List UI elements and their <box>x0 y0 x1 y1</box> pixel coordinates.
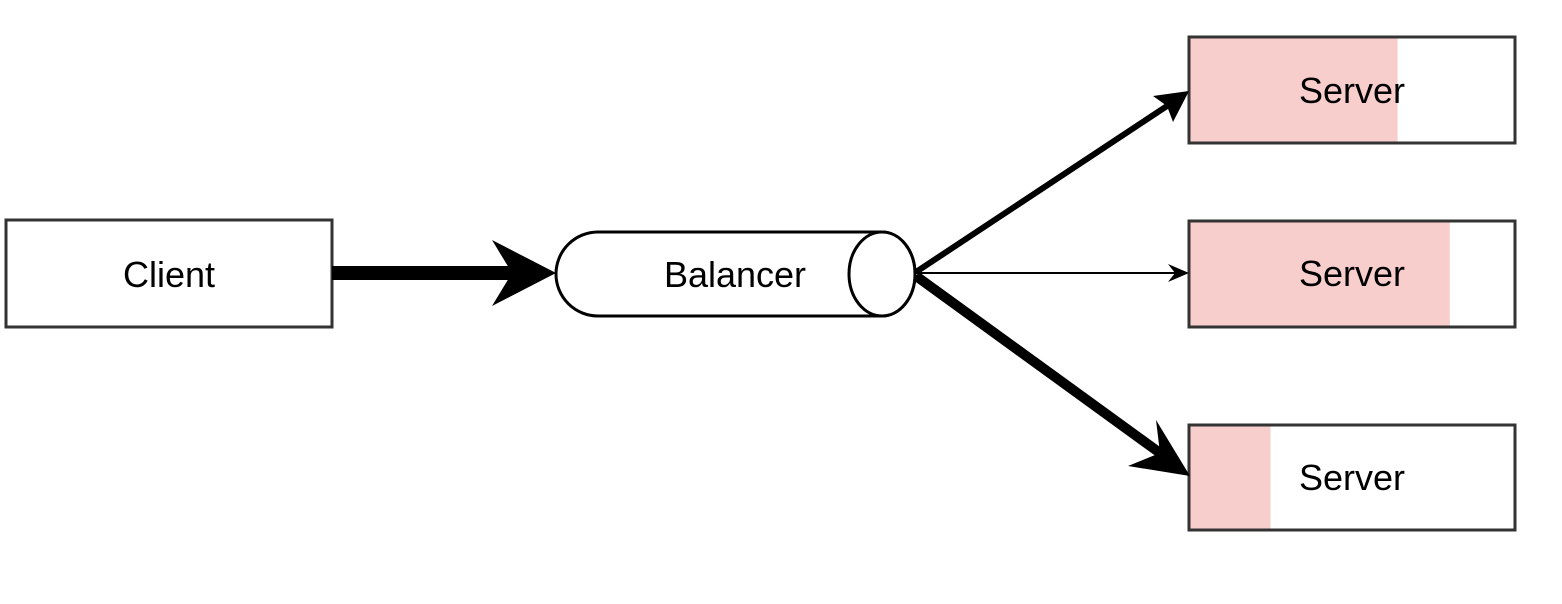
server-3-label: Server <box>1299 457 1405 498</box>
arrow-balancer-to-server-3-head <box>1128 420 1190 476</box>
server-2-label: Server <box>1299 253 1405 294</box>
server-node-1: Server <box>1187 35 1517 145</box>
balancer-node: Balancer <box>554 230 917 318</box>
arrow-balancer-to-server-3-shaft <box>913 271 1163 458</box>
server-1-label: Server <box>1299 70 1405 111</box>
arrow-client-to-balancer <box>332 240 556 306</box>
client-label: Client <box>123 254 215 295</box>
server-3-load-fill <box>1189 425 1271 530</box>
server-node-2: Server <box>1187 219 1517 329</box>
server-1-load-fill <box>1189 37 1398 143</box>
arrow-balancer-to-server-3 <box>913 271 1190 476</box>
server-1-border <box>1187 35 1517 145</box>
arrow-balancer-to-server-1 <box>914 91 1189 275</box>
server-2-border <box>1187 219 1517 329</box>
balancer-end-cap <box>847 230 917 318</box>
server-2-load-fill <box>1189 221 1450 327</box>
arrow-client-to-balancer-head <box>492 240 556 306</box>
arrow-balancer-to-server-1-shaft <box>914 103 1169 275</box>
client-box <box>4 218 334 329</box>
arrow-balancer-to-server-2 <box>916 264 1189 282</box>
client-node: Client <box>4 218 334 329</box>
server-node-3: Server <box>1187 423 1517 532</box>
arrow-balancer-to-server-2-head <box>1168 264 1189 282</box>
balancer-label: Balancer <box>664 254 806 295</box>
arrow-balancer-to-server-1-head <box>1153 91 1189 122</box>
server-3-border <box>1187 423 1517 532</box>
